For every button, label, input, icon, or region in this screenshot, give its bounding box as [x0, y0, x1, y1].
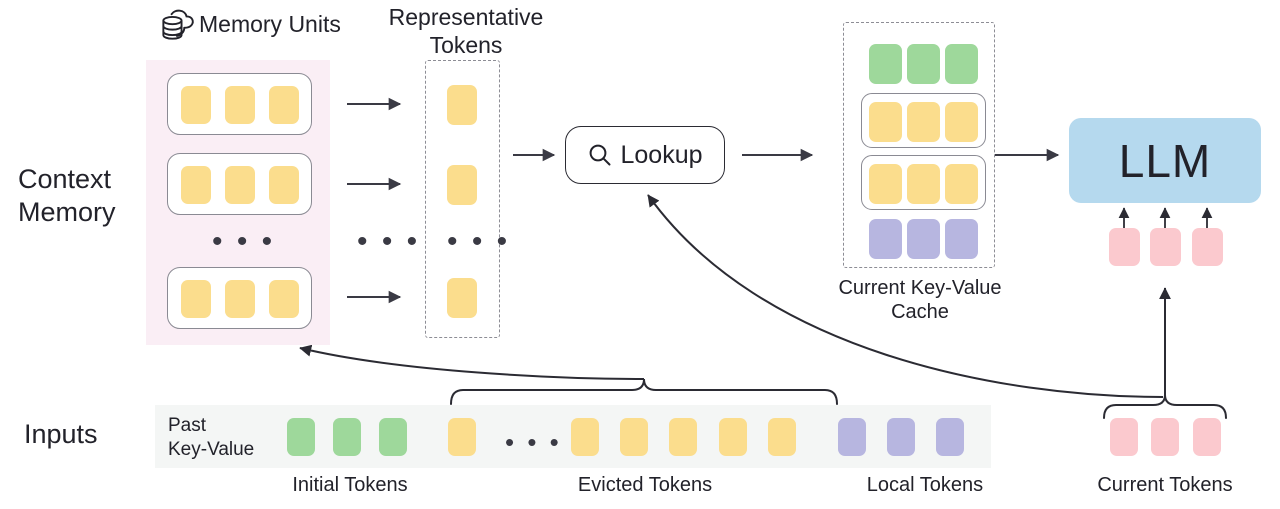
kv-token-local-2 — [907, 219, 940, 259]
representative-token-2 — [447, 165, 477, 205]
representative-token-3 — [447, 278, 477, 318]
llm-box[interactable]: LLM — [1069, 118, 1261, 203]
token-chip — [181, 166, 211, 204]
inputs-ellipsis: • • • — [505, 427, 562, 457]
token-chip — [869, 102, 902, 142]
representative-tokens-box — [425, 60, 500, 338]
kv-token-local-3 — [945, 219, 978, 259]
kv-token-initial-1 — [869, 44, 902, 84]
row-label-context-memory: Context Memory — [18, 164, 116, 227]
current-kv-cache-box — [843, 22, 995, 268]
lookup-label: Lookup — [620, 140, 703, 169]
token-chip — [181, 280, 211, 318]
memory-unit-1[interactable] — [167, 73, 312, 135]
input-token-initial-3 — [379, 418, 407, 456]
input-token-evicted-1 — [448, 418, 476, 456]
input-token-current-2 — [1151, 418, 1179, 456]
token-chip — [945, 102, 978, 142]
token-chip — [181, 86, 211, 124]
caption-local-tokens: Local Tokens — [866, 474, 984, 496]
token-chip — [269, 166, 299, 204]
input-token-evicted-2 — [571, 418, 599, 456]
token-chip — [945, 164, 978, 204]
kv-token-local-1 — [869, 219, 902, 259]
input-token-local-3 — [936, 418, 964, 456]
token-chip — [225, 86, 255, 124]
token-chip — [225, 280, 255, 318]
brace-evicted-tokens — [450, 378, 838, 405]
caption-initial-tokens: Initial Tokens — [292, 474, 408, 496]
llm-label: LLM — [1118, 134, 1212, 187]
search-icon — [587, 142, 613, 168]
llm-input-token-1 — [1109, 228, 1140, 266]
representative-tokens-ellipsis: • • • — [447, 225, 511, 258]
input-token-evicted-5 — [719, 418, 747, 456]
representative-token-1 — [447, 85, 477, 125]
kv-token-initial-3 — [945, 44, 978, 84]
input-token-evicted-6 — [768, 418, 796, 456]
input-token-evicted-3 — [620, 418, 648, 456]
input-token-local-1 — [838, 418, 866, 456]
row-label-inputs: Inputs — [24, 419, 98, 449]
heading-memory-units: Memory Units — [199, 11, 341, 37]
llm-input-token-3 — [1192, 228, 1223, 266]
token-chip — [869, 164, 902, 204]
kv-group-retrieved-1[interactable] — [861, 93, 986, 148]
lookup-button[interactable]: Lookup — [565, 126, 725, 184]
token-chip — [269, 86, 299, 124]
kv-token-initial-2 — [907, 44, 940, 84]
token-chip — [907, 164, 940, 204]
caption-evicted-tokens: Evicted Tokens — [577, 474, 713, 496]
llm-input-token-2 — [1150, 228, 1181, 266]
brace-current-tokens — [1103, 394, 1227, 419]
input-token-initial-2 — [333, 418, 361, 456]
memory-unit-2[interactable] — [167, 153, 312, 215]
token-chip — [269, 280, 299, 318]
input-token-current-1 — [1110, 418, 1138, 456]
input-token-local-2 — [887, 418, 915, 456]
memory-unit-3[interactable] — [167, 267, 312, 329]
context-memory-ellipsis: • • • — [212, 225, 276, 258]
past-key-value-label: Past Key-Value — [168, 415, 255, 460]
caption-current-kv-cache: Current Key-Value Cache — [838, 277, 1002, 324]
input-token-current-3 — [1193, 418, 1221, 456]
input-token-initial-1 — [287, 418, 315, 456]
token-chip — [225, 166, 255, 204]
kv-group-retrieved-2[interactable] — [861, 155, 986, 210]
input-token-evicted-4 — [669, 418, 697, 456]
heading-representative-tokens: Representative Tokens — [388, 4, 544, 59]
caption-current-tokens: Current Tokens — [1097, 474, 1233, 496]
curve-evicted-to-context-memory — [299, 344, 645, 380]
token-chip — [907, 102, 940, 142]
arrows-column-ellipsis: • • • — [357, 225, 421, 258]
cloud-database-icon — [157, 5, 197, 47]
